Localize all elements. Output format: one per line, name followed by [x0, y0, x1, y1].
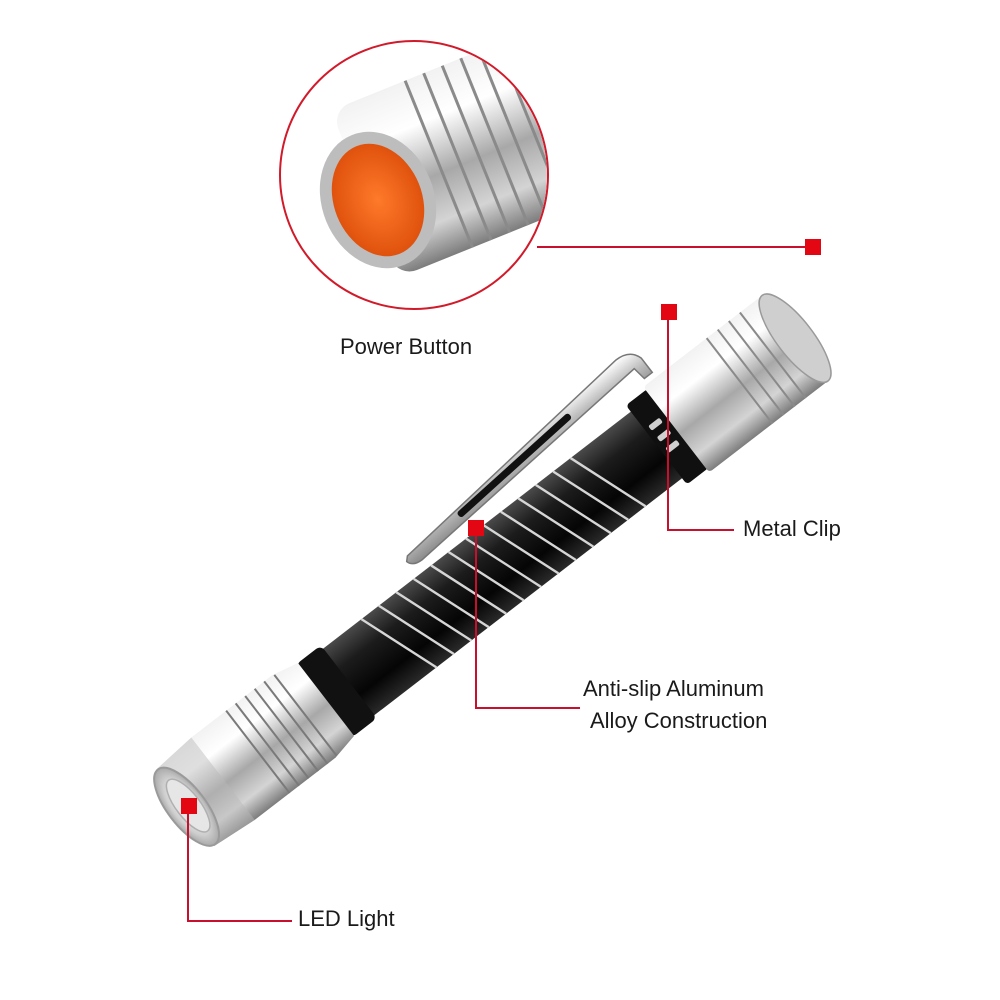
orange-power-button [331, 143, 425, 257]
flashlight [153, 293, 832, 847]
power-button-label: Power Button [340, 334, 473, 359]
led-marker-icon [181, 798, 197, 814]
head-grooves [225, 674, 338, 794]
anti-slip-marker-icon [468, 520, 484, 536]
led-light-label: LED Light [298, 906, 395, 931]
tail-end [758, 293, 832, 384]
clip-marker-icon [661, 304, 677, 320]
callout-lines [187, 246, 812, 922]
tail-grooves [705, 311, 807, 425]
anti-slip-grooves [360, 457, 647, 669]
power-marker-icon [805, 239, 821, 255]
flashlight-body [298, 400, 697, 735]
anti-slip-label-line1: Anti-slip Aluminum [583, 676, 764, 701]
power-button-zoom [279, 40, 549, 310]
metal-clip-label: Metal Clip [743, 516, 841, 541]
anti-slip-label-line2: Alloy Construction [590, 708, 768, 733]
clip-leader-line [667, 312, 734, 531]
anti-slip-leader-line [475, 528, 580, 709]
head-ring [297, 647, 375, 736]
clip-slot [457, 413, 572, 518]
led-leader-line [187, 806, 292, 922]
